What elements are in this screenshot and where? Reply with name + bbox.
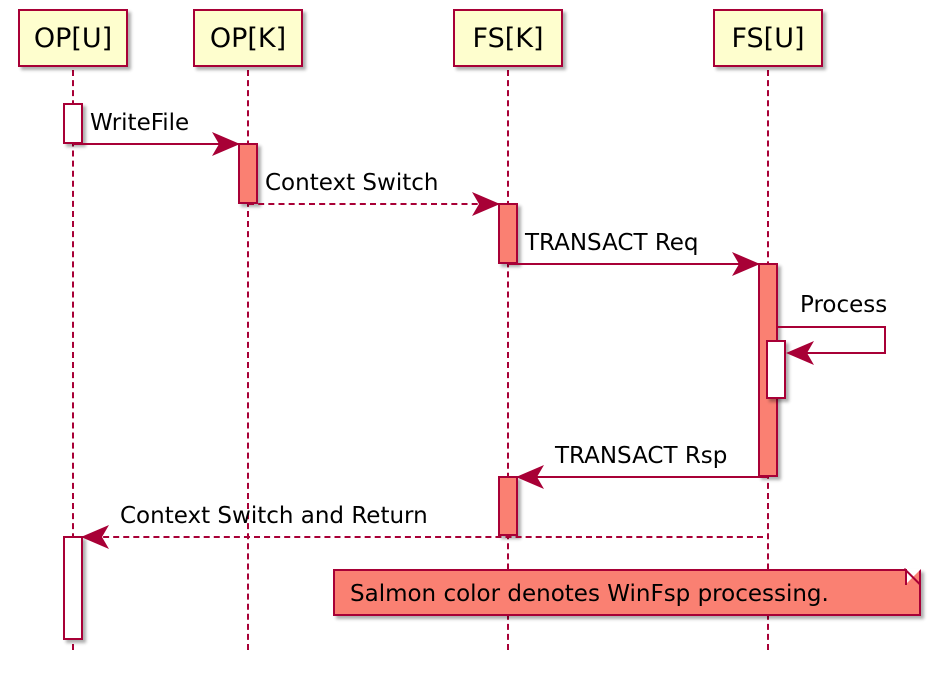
message-process-selfcall bbox=[778, 326, 888, 356]
activation-op-k bbox=[238, 143, 258, 204]
message-transact-req-line bbox=[508, 263, 758, 265]
participant-op-k-label: OP[K] bbox=[209, 22, 287, 54]
note-winfsp-legend-text: Salmon color denotes WinFsp processing. bbox=[350, 581, 829, 607]
message-transact-rsp-line bbox=[518, 476, 768, 478]
activation-op-u-initial bbox=[63, 103, 83, 144]
message-process-arrowhead bbox=[786, 341, 814, 365]
message-writefile-line bbox=[73, 143, 238, 145]
message-context-switch-label: Context Switch bbox=[265, 170, 439, 196]
participant-fs-u[interactable]: FS[U] bbox=[713, 9, 823, 67]
note-fold-vertical-line bbox=[905, 569, 907, 585]
lifeline-op-u bbox=[72, 70, 74, 650]
message-transact-req-arrowhead bbox=[732, 252, 760, 276]
message-transact-rsp-label: TRANSACT Rsp bbox=[555, 443, 728, 469]
process-selfcall-top-segment bbox=[778, 326, 886, 328]
process-selfcall-right-segment bbox=[884, 326, 886, 354]
activation-fs-k-request bbox=[498, 203, 518, 264]
message-transact-rsp-arrowhead bbox=[516, 465, 544, 489]
message-transact-req-label: TRANSACT Req bbox=[525, 230, 699, 256]
lifeline-fs-k bbox=[507, 70, 509, 650]
message-writefile-arrowhead bbox=[212, 132, 240, 156]
note-winfsp-legend bbox=[333, 569, 921, 616]
lifeline-op-k bbox=[247, 70, 249, 650]
participant-fs-k-label: FS[K] bbox=[472, 22, 544, 54]
participant-fs-k[interactable]: FS[K] bbox=[453, 9, 563, 67]
activation-op-u-return bbox=[63, 536, 83, 640]
message-context-switch-return-arrowhead bbox=[81, 525, 109, 549]
message-context-switch-arrowhead bbox=[472, 192, 500, 216]
participant-op-u[interactable]: OP[U] bbox=[18, 9, 128, 67]
participant-fs-u-label: FS[U] bbox=[731, 22, 805, 54]
activation-fs-k-response bbox=[498, 476, 518, 536]
participant-op-k[interactable]: OP[K] bbox=[193, 9, 303, 67]
message-context-switch-line bbox=[248, 203, 498, 205]
message-writefile-label: WriteFile bbox=[90, 110, 190, 136]
participant-op-u-label: OP[U] bbox=[33, 22, 113, 54]
process-selfcall-bottom-segment bbox=[800, 352, 886, 354]
message-context-switch-return-label: Context Switch and Return bbox=[120, 503, 428, 529]
message-process-label: Process bbox=[800, 292, 888, 318]
activation-fs-u-process bbox=[766, 340, 786, 399]
message-context-switch-return-line bbox=[83, 536, 763, 538]
